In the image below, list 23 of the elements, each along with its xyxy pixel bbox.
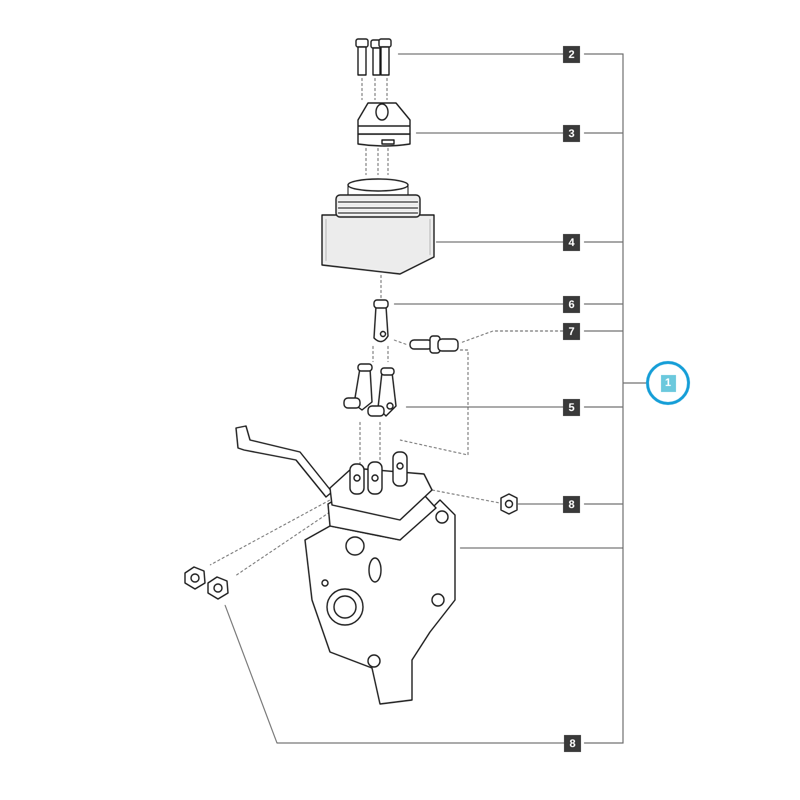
assembly-guide-line: [432, 490, 500, 504]
leader-line: [416, 132, 564, 134]
assembly-guide-line: [234, 512, 330, 576]
callout-number: 1: [660, 374, 676, 392]
assembly-guide-line: [374, 78, 376, 100]
callout-number: 8: [564, 735, 581, 752]
assembly-guide-line: [400, 350, 468, 456]
assembly-guide-line: [210, 500, 330, 566]
leader-line: [406, 406, 564, 408]
callout-number: 8: [563, 496, 580, 513]
assembly-guide-line: [380, 274, 382, 298]
callout-number: 7: [563, 323, 580, 340]
callout-number: 5: [563, 399, 580, 416]
callout-number: 4: [563, 234, 580, 251]
assembly-guide-line: [386, 78, 388, 100]
highlight-circle: [646, 361, 690, 405]
leader-line: [460, 330, 564, 344]
assembly-guide-line: [394, 340, 408, 346]
callout-number: 2: [563, 46, 580, 63]
callout-number: 6: [563, 296, 580, 313]
leader-line: [224, 604, 564, 744]
assembly-guide-line: [372, 346, 374, 362]
callout-number: 3: [563, 125, 580, 142]
